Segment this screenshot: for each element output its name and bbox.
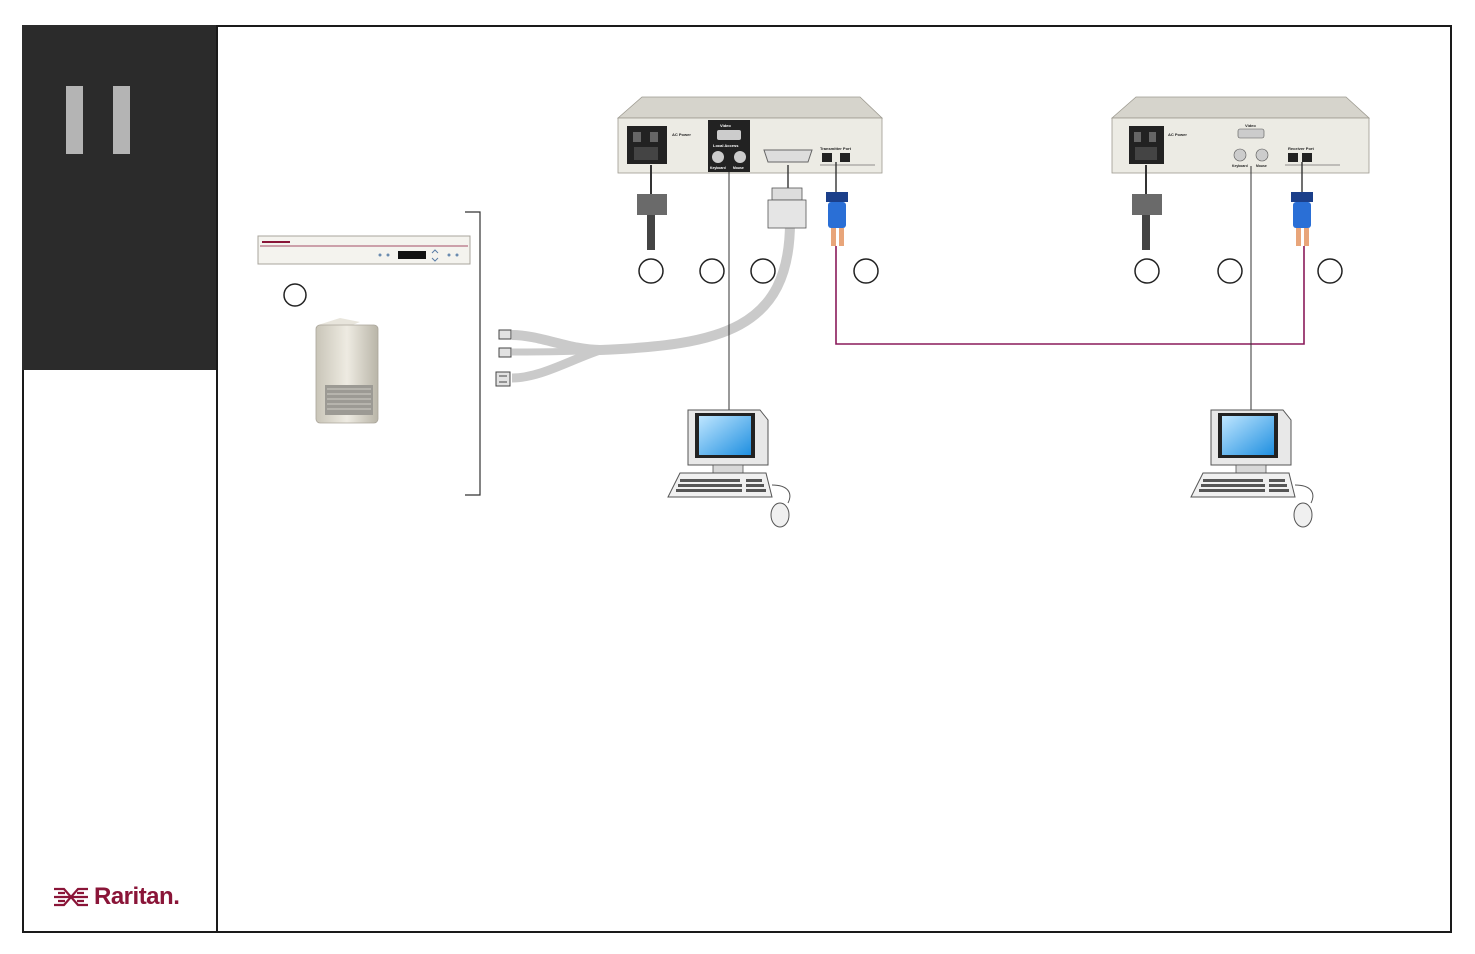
sidebar-dark-panel: [22, 25, 217, 370]
server-connectors-icon: [495, 329, 512, 387]
transmitter-unit: AC Power Video Local Access Keyboard Mou…: [616, 96, 883, 174]
transmitter-power-label: AC Power: [672, 132, 691, 137]
kvm-switch-icon: [257, 235, 471, 307]
transmitter-video-label: Video: [720, 123, 731, 128]
roman-numeral-bar-left: [66, 86, 83, 154]
remote-workstation-icon: [1190, 409, 1314, 528]
transmitter-port-label: Transmitter Port: [820, 146, 852, 151]
tower-server-icon: [315, 318, 379, 424]
receiver-callouts: [1134, 258, 1343, 284]
db-plug: [767, 165, 807, 229]
local-workstation-icon: [667, 409, 791, 528]
receiver-power-label: AC Power: [1168, 132, 1187, 137]
receiver-mouse-label: Mouse: [1256, 164, 1267, 168]
transmitter-local-access-label: Local Access: [713, 143, 739, 148]
raritan-logo-icon: [54, 887, 88, 907]
sidebar-divider: [216, 25, 218, 933]
roman-numeral-bar-right: [113, 86, 130, 154]
transmitter-callouts: [638, 258, 879, 284]
receiver-unit: AC Power Video Keyboard Mouse Receiver P…: [1110, 96, 1371, 174]
callout-circle: [283, 283, 307, 307]
page-frame: [22, 25, 1452, 933]
raritan-logo: Raritan.: [52, 880, 180, 914]
transmitter-power-cord: [637, 165, 667, 250]
receiver-video-label: Video: [1245, 123, 1256, 128]
receiver-power-cord: [1132, 165, 1162, 250]
transmitter-keyboard-label: Keyboard: [710, 166, 726, 170]
kvm-cable: [511, 221, 795, 356]
receiver-keyboard-label: Keyboard: [1232, 164, 1248, 168]
transmitter-fiber-connector: [826, 162, 848, 246]
receiver-port-label: Receiver Port: [1288, 146, 1314, 151]
transmitter-mouse-label: Mouse: [733, 166, 744, 170]
brand-name: Raritan.: [94, 883, 180, 910]
receiver-fiber-connector: [1291, 162, 1313, 246]
source-bracket: [465, 211, 481, 496]
fiber-link: [835, 246, 1305, 345]
